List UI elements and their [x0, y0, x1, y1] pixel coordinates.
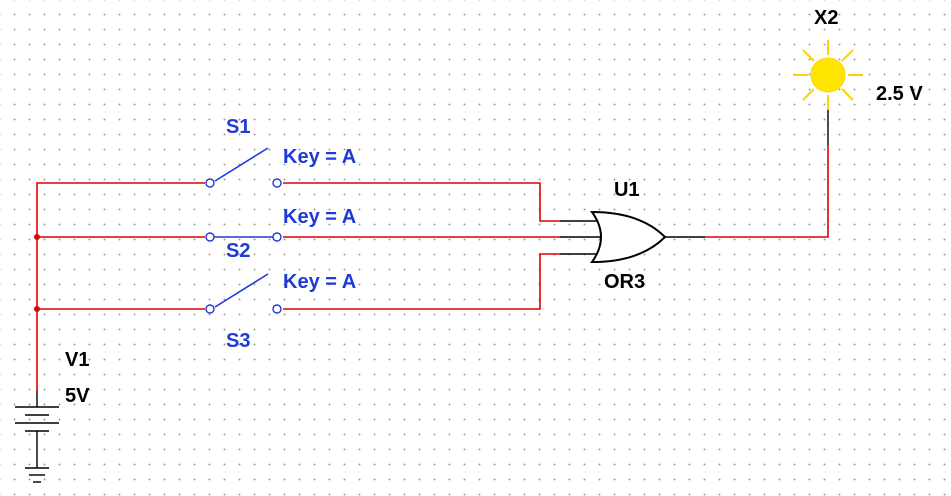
switch-s1[interactable]	[205, 147, 282, 188]
switch-s2-label: S2	[226, 240, 250, 262]
wire-s1-gate[interactable]	[283, 182, 560, 222]
lamp-x2[interactable]	[793, 40, 863, 145]
or3-gate[interactable]	[560, 210, 705, 264]
wire-s3-gate[interactable]	[283, 253, 560, 310]
gate-type-label: OR3	[604, 271, 645, 293]
lamp-rays-icon	[793, 40, 863, 110]
wires	[36, 145, 829, 391]
switch-s2-key: Key = A	[283, 206, 356, 228]
gate-ref-label: U1	[614, 179, 640, 201]
switch-s1-label: S1	[226, 116, 250, 138]
lamp-reading-label: 2.5 V	[876, 83, 923, 105]
switch-s2[interactable]	[205, 232, 282, 242]
lamp-ref-label: X2	[814, 7, 838, 29]
battery-ref-label: V1	[65, 349, 89, 371]
junction-dot	[34, 306, 40, 312]
switch-s3-key: Key = A	[283, 271, 356, 293]
switch-s3[interactable]	[205, 273, 282, 314]
switch-s3-label: S3	[226, 330, 250, 352]
wire-gate-lamp[interactable]	[705, 145, 829, 238]
wire-rail-s1[interactable]	[36, 182, 205, 391]
junction-dot	[34, 234, 40, 240]
battery-v1[interactable]	[15, 391, 59, 468]
switch-s1-key: Key = A	[283, 146, 356, 168]
ground-icon	[25, 467, 49, 483]
battery-value-label: 5V	[65, 385, 90, 407]
lamp-bulb-icon	[810, 57, 846, 93]
